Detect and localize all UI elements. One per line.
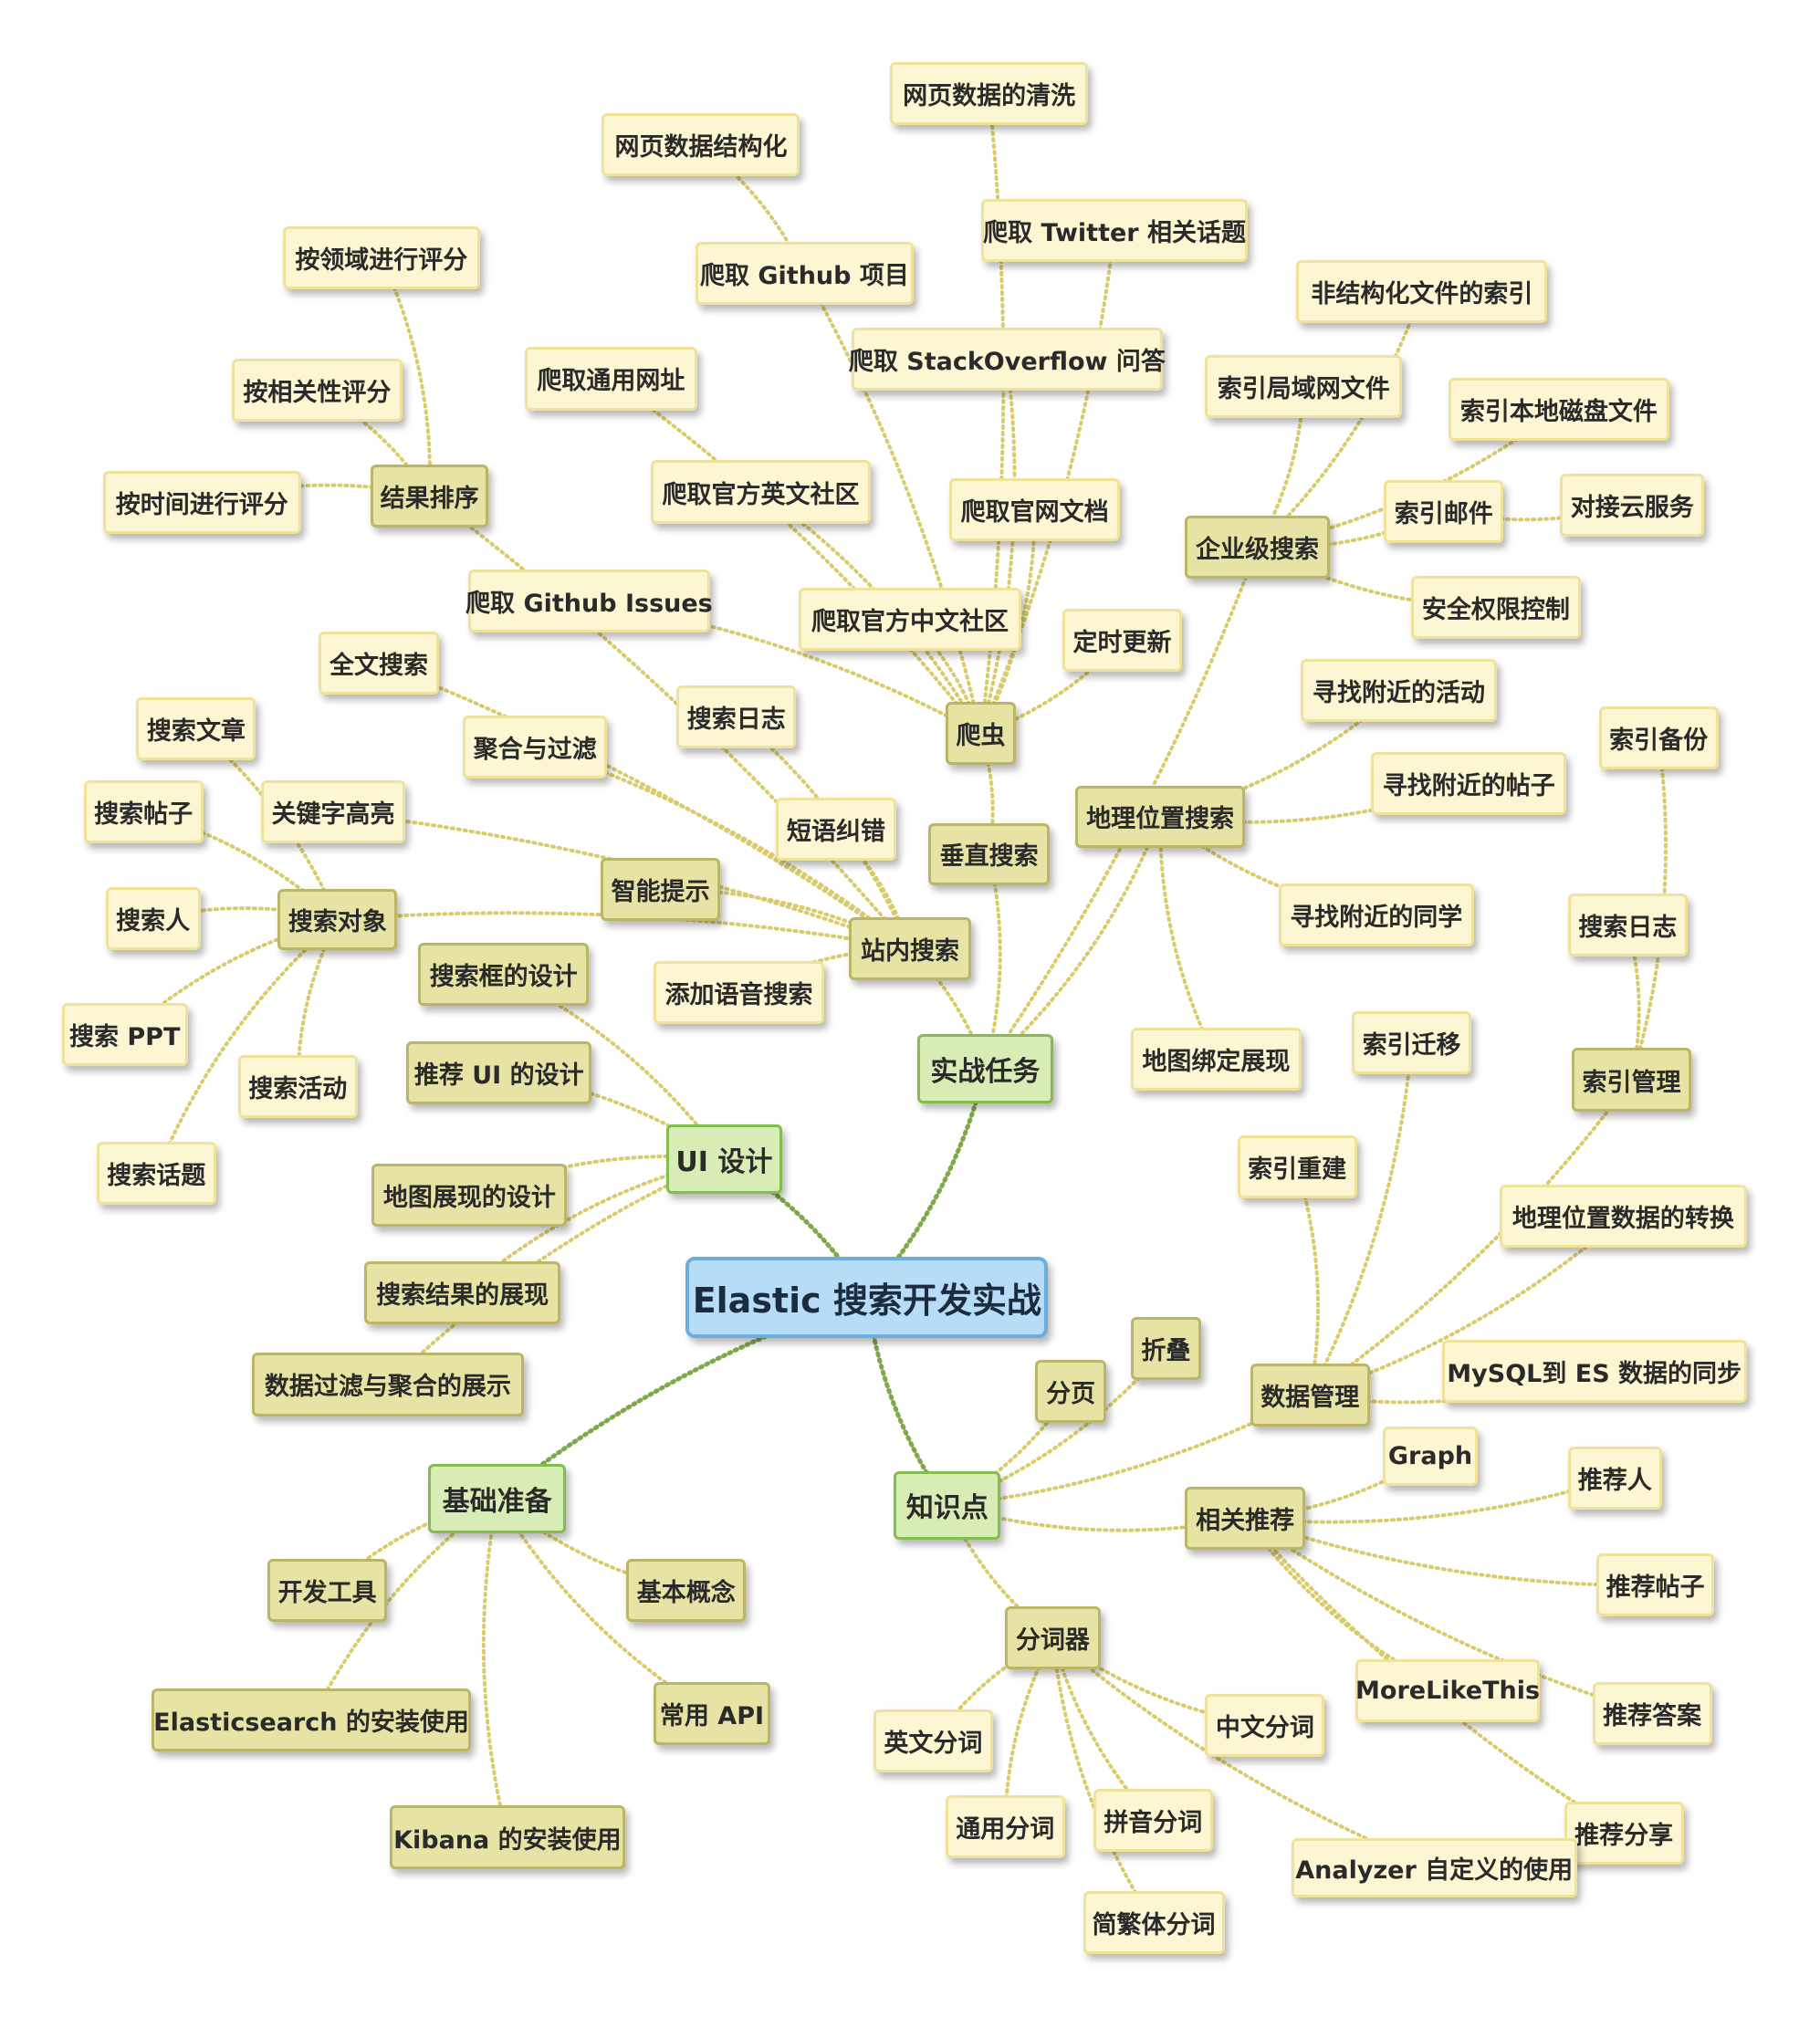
node-wysjjgh[interactable]: 网页数据结构化 [601, 113, 800, 177]
node-qwss[interactable]: 全文搜索 [319, 631, 439, 695]
connector-paqu-github_xm [802, 271, 983, 736]
node-dyjc[interactable]: 短语纠错 [775, 797, 897, 861]
connector-fenci-jftfc [1051, 1636, 1156, 1925]
node-tjtz[interactable]: 推荐帖子 [1595, 1553, 1715, 1617]
node-sybf[interactable]: 索引备份 [1598, 706, 1719, 769]
node-sshd[interactable]: 搜索活动 [237, 1054, 358, 1118]
node-wysjqx[interactable]: 网页数据的清洗 [890, 61, 1089, 125]
node-tywz[interactable]: 爬取通用网址 [524, 347, 697, 411]
node-sycj[interactable]: 索引重建 [1237, 1135, 1357, 1199]
node-ssjgzx[interactable]: 搜索结果的展现 [363, 1261, 561, 1325]
node-sskdsj[interactable]: 搜索框的设计 [417, 942, 590, 1006]
node-gwwd[interactable]: 爬取官网文档 [948, 478, 1121, 542]
node-xgxps[interactable]: 按相关性评分 [231, 359, 403, 423]
node-ssrz1[interactable]: 搜索日志 [676, 685, 797, 749]
node-xiangguan[interactable]: 相关推荐 [1184, 1487, 1306, 1551]
node-jichu[interactable]: 基础准备 [428, 1463, 567, 1533]
node-bdcp[interactable]: 索引本地磁盘文件 [1448, 378, 1670, 442]
node-sjgl_jh[interactable]: 数据过滤与聚合的展示 [252, 1353, 524, 1416]
node-analyzer[interactable]: Analyzer 自定义的使用 [1291, 1837, 1577, 1897]
node-tjui[interactable]: 推荐 UI 的设计 [406, 1041, 592, 1105]
node-ssppt[interactable]: 搜索 PPT [61, 1003, 188, 1067]
node-sshti[interactable]: 搜索话题 [96, 1142, 216, 1206]
connector-shuju-sycj [1295, 1165, 1321, 1397]
node-lyps[interactable]: 按领域进行评分 [283, 226, 480, 290]
node-dtbd[interactable]: 地图绑定展现 [1130, 1027, 1302, 1091]
node-stackoverflow[interactable]: 爬取 StackOverflow 问答 [849, 328, 1166, 392]
connector-zhannei-dyjc [833, 827, 912, 951]
node-syqy[interactable]: 索引迁移 [1352, 1010, 1472, 1074]
node-gjzgl[interactable]: 关键字高亮 [261, 780, 405, 844]
node-es_az[interactable]: Elasticsearch 的安装使用 [152, 1688, 471, 1752]
connector-xiangguan-tjtz [1243, 1516, 1658, 1587]
connector-xiangguan-tjfx [1243, 1516, 1626, 1835]
node-fenci[interactable]: 分词器 [1004, 1606, 1102, 1670]
node-root[interactable]: Elastic 搜索开发实战 [685, 1256, 1049, 1338]
node-tjda[interactable]: 推荐答案 [1592, 1682, 1712, 1746]
node-jftfc[interactable]: 简繁体分词 [1083, 1890, 1225, 1954]
node-fjgwj[interactable]: 非结构化文件的索引 [1296, 259, 1548, 323]
node-gfyw[interactable]: 爬取官方英文社区 [651, 460, 872, 524]
node-twitter[interactable]: 爬取 Twitter 相关话题 [981, 199, 1248, 263]
node-aqqx[interactable]: 安全权限控制 [1410, 576, 1581, 640]
node-jywwj[interactable]: 索引局域网文件 [1205, 354, 1402, 418]
node-cyapi[interactable]: 常用 API [653, 1682, 771, 1746]
node-sstz[interactable]: 搜索帖子 [83, 780, 204, 844]
node-zhineng[interactable]: 智能提示 [601, 857, 721, 921]
node-fjtx[interactable]: 寻找附近的同学 [1278, 883, 1474, 947]
node-tjfx[interactable]: 推荐分享 [1564, 1802, 1684, 1866]
node-zhishi[interactable]: 知识点 [894, 1471, 1001, 1540]
node-chuizhi[interactable]: 垂直搜索 [928, 822, 1050, 885]
node-dsgx[interactable]: 定时更新 [1062, 608, 1183, 672]
node-tyfc[interactable]: 通用分词 [945, 1795, 1065, 1859]
node-zhannei[interactable]: 站内搜索 [849, 916, 971, 980]
node-mlt[interactable]: MoreLikeThis [1355, 1658, 1540, 1722]
node-fjhd[interactable]: 寻找附近的活动 [1300, 658, 1498, 722]
node-yj[interactable]: 索引邮件 [1384, 479, 1504, 543]
node-mysql[interactable]: MySQL到 ES 数据的同步 [1441, 1340, 1747, 1404]
node-fjtz[interactable]: 寻找附近的帖子 [1371, 752, 1567, 816]
node-tjr[interactable]: 推荐人 [1567, 1447, 1662, 1511]
node-suoyinguanli[interactable]: 索引管理 [1572, 1048, 1692, 1112]
node-ssr[interactable]: 搜索人 [105, 887, 201, 951]
node-duixiang[interactable]: 搜索对象 [277, 888, 398, 951]
connector-shuju-suoyinguanli [1308, 1078, 1634, 1397]
node-gfzw[interactable]: 爬取官方中文社区 [799, 587, 1021, 652]
node-jieguo[interactable]: 结果排序 [370, 464, 489, 528]
connector-jichu-kb_az [481, 1496, 509, 1840]
node-github_issues[interactable]: 爬取 Github Issues [465, 570, 713, 633]
node-zwfc[interactable]: 中文分词 [1205, 1693, 1325, 1757]
node-pyfc[interactable]: 拼音分词 [1093, 1789, 1213, 1853]
node-ssrz2[interactable]: 搜索日志 [1567, 894, 1688, 957]
node-jhgl[interactable]: 聚合与过滤 [463, 715, 608, 779]
node-sjps[interactable]: 按时间进行评分 [102, 470, 301, 534]
node-graph[interactable]: Graph [1382, 1426, 1479, 1486]
node-dili[interactable]: 地理位置搜索 [1075, 786, 1246, 848]
node-ui[interactable]: UI 设计 [665, 1124, 782, 1194]
node-dlzh[interactable]: 地理位置数据的转换 [1500, 1184, 1747, 1248]
connector-fenci-zwfc [1051, 1636, 1267, 1728]
node-qiye[interactable]: 企业级搜索 [1184, 516, 1331, 580]
node-shuju[interactable]: 数据管理 [1250, 1363, 1370, 1427]
node-jbgn[interactable]: 基本概念 [626, 1558, 747, 1622]
connector-paqu-tywz [609, 377, 983, 736]
node-djyfw[interactable]: 对接云服务 [1560, 473, 1705, 537]
node-kfgj[interactable]: 开发工具 [267, 1558, 388, 1622]
connector-zhannei-qwss [377, 661, 912, 951]
node-zhedie[interactable]: 折叠 [1130, 1317, 1202, 1381]
connector-paqu-stackoverflow [978, 357, 1017, 736]
node-shizhan[interactable]: 实战任务 [916, 1033, 1054, 1104]
node-paqu[interactable]: 爬虫 [945, 702, 1017, 766]
connector-shuju-syqy [1308, 1040, 1414, 1397]
node-dtzxsj[interactable]: 地图展现的设计 [371, 1164, 568, 1228]
node-ywfc[interactable]: 英文分词 [873, 1709, 993, 1772]
node-ssww[interactable]: 搜索文章 [136, 696, 256, 760]
node-tjyy[interactable]: 添加语音搜索 [653, 960, 825, 1024]
connector-dili-dtbd [1158, 814, 1219, 1061]
node-fenye[interactable]: 分页 [1035, 1359, 1106, 1423]
node-github_xm[interactable]: 爬取 Github 项目 [696, 241, 914, 305]
node-kb_az[interactable]: Kibana 的安装使用 [389, 1805, 625, 1869]
